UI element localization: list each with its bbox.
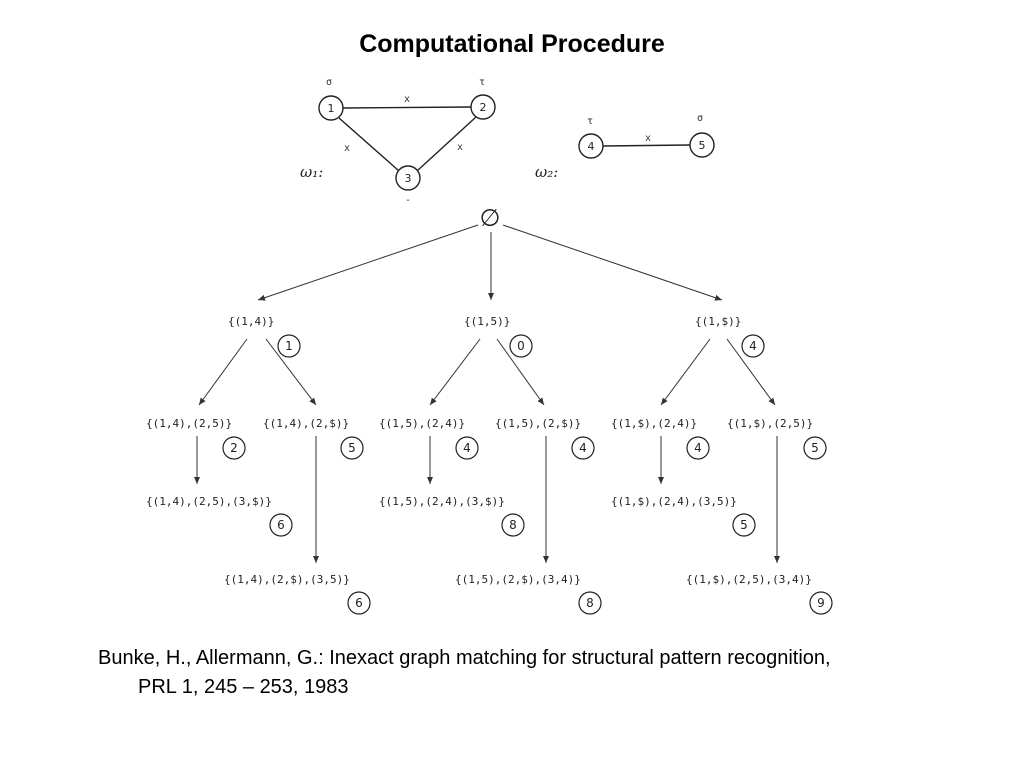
cost-value: 4 <box>694 441 702 455</box>
cost-value: 5 <box>811 441 819 455</box>
cost-circle <box>222 436 246 460</box>
cost-value: 2 <box>230 441 238 455</box>
cost-circle <box>340 436 364 460</box>
tree-level-1: {(1,4)} 1 {(1,5)} 0 {(1,$)} 4 <box>228 315 765 358</box>
cost-value: 5 <box>740 518 748 532</box>
graph-node-5-mark: σ <box>697 113 703 124</box>
graph-node-1-mark: σ <box>326 77 332 88</box>
edge-l1b-l2d <box>496 338 545 406</box>
cost-circle <box>803 436 827 460</box>
graph-node-5 <box>689 132 715 158</box>
tree-node-label: {(1,$),(2,5),(3,4)} <box>686 573 812 586</box>
edge-1-3 <box>338 117 400 172</box>
edge-l1c-l2e <box>660 338 711 406</box>
tree-root-empty-set: ∅ <box>480 204 501 232</box>
cost-circle <box>741 334 765 358</box>
tree-node-label: {(1,4),(2,$),(3,5)} <box>224 573 350 586</box>
edge-l1b-l2c <box>429 338 481 406</box>
tree-node-label: {(1,4),(2,$)} <box>263 417 349 430</box>
edge-1-2 <box>342 106 472 109</box>
edge-l1a-l2b <box>265 338 317 406</box>
tree-node-label: {(1,5),(2,4)} <box>379 417 465 430</box>
edge-label-1-3: x <box>344 143 350 154</box>
edge-2-3 <box>416 116 477 172</box>
cost-value: 8 <box>509 518 517 532</box>
graph-omega-2: x 4 τ 5 σ ω₂: <box>535 113 715 181</box>
edge-root-l1a <box>257 224 479 301</box>
graph-node-5-label: 5 <box>699 139 706 152</box>
edge-label-4-5: x <box>645 133 651 144</box>
citation-line-2: PRL 1, 245 – 253, 1983 <box>138 676 349 698</box>
graph-node-3-label: 3 <box>405 172 412 185</box>
graph-node-1 <box>318 95 344 121</box>
cost-value: 4 <box>579 441 587 455</box>
graph-node-2-mark: τ <box>479 77 485 88</box>
tree-node-label: {(1,$),(2,4),(3,5)} <box>611 495 737 508</box>
cost-value: 0 <box>517 339 525 353</box>
edge-4-5 <box>602 144 691 147</box>
tree-node-label: {(1,5),(2,$),(3,4)} <box>455 573 581 586</box>
cost-circle <box>455 436 479 460</box>
edge-root-l1c <box>502 224 723 301</box>
graph-node-1-label: 1 <box>328 102 335 115</box>
tree-node-label: {(1,4)} <box>228 315 274 328</box>
tree-node-label: {(1,5),(2,4),(3,$)} <box>379 495 505 508</box>
graph-omega-1-label: ω₁: <box>300 163 323 181</box>
graph-node-3 <box>395 165 421 191</box>
edge-label-1-2: x <box>404 94 410 105</box>
cost-circle <box>277 334 301 358</box>
cost-circle <box>269 513 293 537</box>
cost-circle <box>578 591 602 615</box>
cost-circle <box>509 334 533 358</box>
tree-level-3: {(1,4),(2,5),(3,$)} 6 {(1,5),(2,4),(3,$)… <box>146 495 756 537</box>
cost-value: 1 <box>285 339 293 353</box>
cost-circle <box>732 513 756 537</box>
cost-circle <box>571 436 595 460</box>
tree-level-4: {(1,4),(2,$),(3,5)} 6 {(1,5),(2,$),(3,4)… <box>224 573 833 615</box>
graph-node-2-label: 2 <box>480 101 487 114</box>
edge-l1a-l2a <box>198 338 248 406</box>
graph-omega-2-label: ω₂: <box>535 163 558 181</box>
cost-circle <box>686 436 710 460</box>
tree-node-label: {(1,4),(2,5),(3,$)} <box>146 495 272 508</box>
cost-value: 4 <box>749 339 757 353</box>
cost-circle <box>501 513 525 537</box>
edge-label-2-3: x <box>457 142 463 153</box>
tree-node-label: {(1,5),(2,$)} <box>495 417 581 430</box>
graph-omega-1: x x x 1 σ 2 τ 3 - ω₁: <box>300 77 496 206</box>
tree-node-label: {(1,$),(2,5)} <box>727 417 813 430</box>
edge-l1c-l2f <box>726 338 776 406</box>
cost-value: 5 <box>348 441 356 455</box>
cost-value: 6 <box>355 596 363 610</box>
graph-node-4 <box>578 133 604 159</box>
cost-value: 4 <box>463 441 471 455</box>
cost-value: 8 <box>586 596 594 610</box>
tree-node-label: {(1,4),(2,5)} <box>146 417 232 430</box>
graph-node-3-mark: - <box>405 195 411 206</box>
citation: Bunke, H., Allermann, G.: Inexact graph … <box>98 644 998 702</box>
tree-node-label: {(1,5)} <box>464 315 510 328</box>
graph-node-4-mark: τ <box>587 116 593 127</box>
citation-line-1: Bunke, H., Allermann, G.: Inexact graph … <box>98 647 831 669</box>
graph-node-4-label: 4 <box>588 140 595 153</box>
cost-value: 6 <box>277 518 285 532</box>
search-tree-diagram: x x x 1 σ 2 τ 3 - ω₁: x 4 τ 5 σ ω₂: ∅ <box>146 77 833 615</box>
tree-level-2: {(1,4),(2,5)} 2 {(1,4),(2,$)} 5 {(1,5),(… <box>146 417 827 460</box>
graph-node-2 <box>470 94 496 120</box>
cost-circle <box>347 591 371 615</box>
tree-node-label: {(1,$)} <box>695 315 741 328</box>
tree-edges <box>194 224 780 563</box>
slide-title: Computational Procedure <box>359 30 665 58</box>
tree-node-label: {(1,$),(2,4)} <box>611 417 697 430</box>
cost-circle <box>809 591 833 615</box>
cost-value: 9 <box>817 596 825 610</box>
